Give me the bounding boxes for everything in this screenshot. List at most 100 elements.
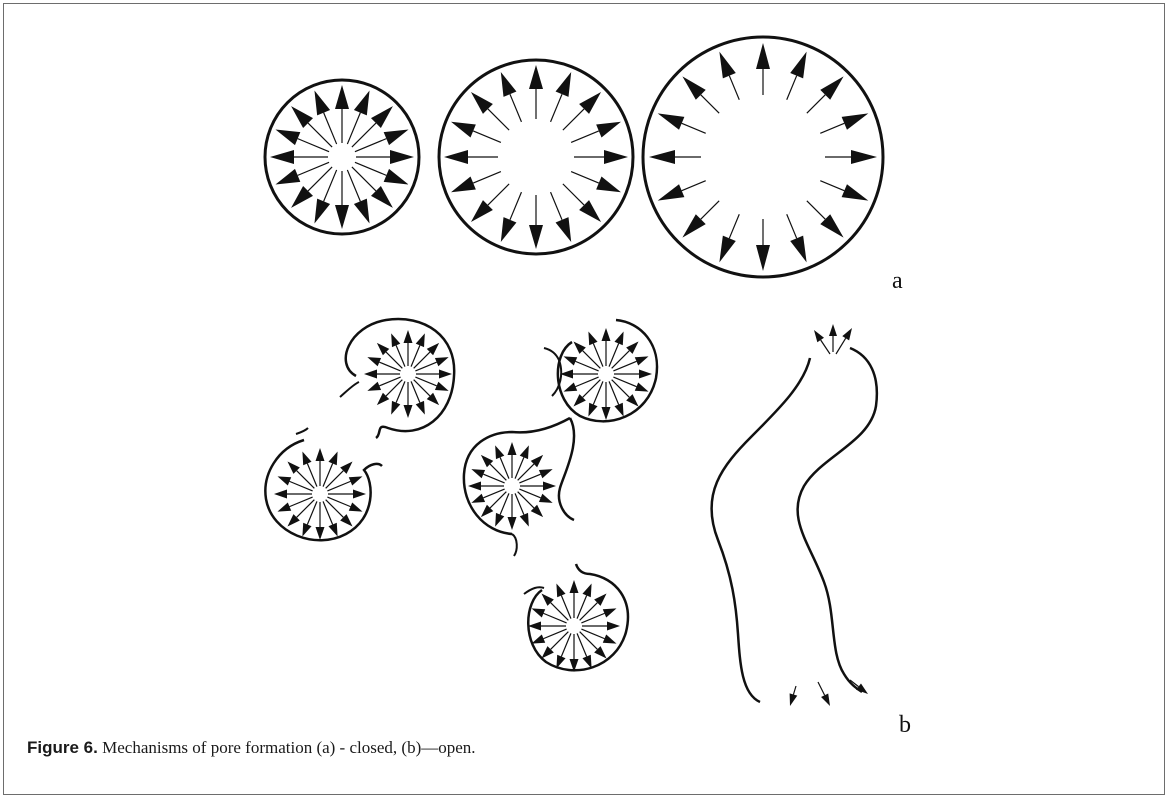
arrow-head [556,655,565,669]
arrow-head [635,356,649,365]
arrow-head [335,85,349,109]
arrow-head [270,150,294,164]
figure-number: Figure 6. [27,738,98,757]
arrow-head [829,324,837,336]
arrow-head [495,513,504,527]
arrow-head [416,333,425,347]
panel-label-b: b [899,712,911,738]
arrow-head [404,330,413,343]
arrow-shaft [298,162,329,175]
arrow-head [471,494,485,503]
arrow-head [603,608,617,617]
arrow-head [302,452,311,466]
arrow-head [451,177,476,193]
arrow-head [588,403,597,417]
arrow-head [556,584,565,598]
arrow-head [614,403,623,417]
arrow-head [602,407,611,420]
arrow-shaft [807,201,825,219]
arrow-shaft [324,170,337,201]
arrow-head [564,382,578,391]
arrow-head [335,205,349,229]
arrow-head [391,401,400,415]
arrow-shaft [308,123,332,147]
arrow-head [471,469,485,478]
open-pore-lower-wall [265,440,382,540]
arrow-head [602,328,611,341]
arrow-head [316,448,325,461]
arrow-head [856,683,868,694]
arrow-head [501,72,517,97]
arrow-shaft [298,139,329,152]
arrow-head [719,52,735,79]
arrow-shaft [787,76,797,100]
arrow-head [570,580,579,593]
arrow-head [349,476,363,485]
panel-b-open-pores: b [265,319,911,738]
arrow-shaft [818,682,825,695]
arrow-head [364,370,377,379]
arrow-head [520,513,529,527]
arrow-head [354,90,370,115]
arrow-head [404,405,413,418]
arrow-shaft [821,340,830,354]
arrow-head [556,72,572,97]
arrow-head [649,150,675,164]
arrow-head [508,517,517,530]
arrow-shaft [729,214,739,238]
arrow-head [596,122,621,138]
arrow-shaft [807,95,825,113]
arrow-head [416,401,425,415]
arrow-shaft [355,162,386,175]
arrow-shaft [324,113,337,144]
arrow-head [508,442,517,455]
arrow-head [756,245,770,271]
arrow-head [384,169,409,185]
arrow-head [367,357,381,366]
arrow-head [635,382,649,391]
arrow-head [790,236,806,263]
arrow-head [367,382,381,391]
panel-label-a: a [892,268,903,294]
arrow-head [790,52,806,79]
arrow-shaft [701,201,719,219]
arrow-head [435,357,449,366]
open-channel-right-wall [798,348,877,692]
arrow-head [582,584,591,598]
arrow-head [639,370,652,379]
arrow-head [520,445,529,459]
arrow-head [314,90,330,115]
arrow-shaft [510,192,521,220]
arrow-head [384,129,409,145]
arrow-head [302,523,311,537]
arrow-head [842,184,869,200]
arrow-shaft [836,338,846,354]
arrow-shaft [793,686,796,695]
arrow-shaft [563,109,584,130]
arrow-shaft [682,123,706,133]
figure-frame: a b Figure 6. Mechanisms of pore for [3,3,1165,795]
arrow-shaft [473,131,501,142]
arrow-head [468,482,481,491]
wall-tip [512,534,517,556]
arrow-head [529,225,543,249]
arrow-shaft [488,184,509,205]
arrow-head [614,332,623,346]
arrow-shaft [352,167,376,191]
caption-text: Mechanisms of pore formation (a) - close… [98,738,476,757]
arrow-head [528,622,541,631]
arrow-head [501,217,517,242]
arrow-head [842,328,852,340]
arrow-head [495,445,504,459]
arrow-head [328,523,337,537]
arrow-shaft [473,172,501,183]
arrow-head [539,469,553,478]
arrow-shaft [347,170,360,201]
wall-tip [296,428,308,434]
arrow-head [814,330,824,342]
arrow-shaft [729,76,739,100]
arrow-shaft [820,181,844,191]
arrow-shaft [488,109,509,130]
arrow-head [278,476,292,485]
arrow-head [564,356,578,365]
